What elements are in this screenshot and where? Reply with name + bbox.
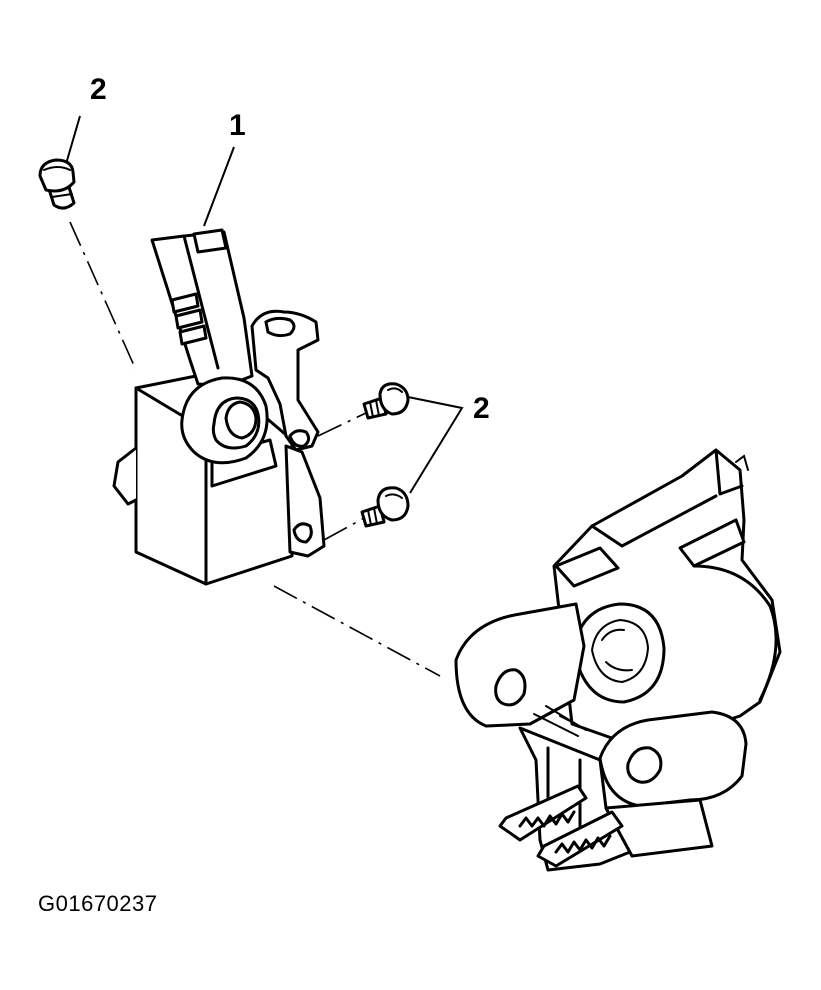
callout-1: 1 bbox=[229, 109, 246, 142]
leader-1 bbox=[203, 146, 235, 227]
sensor-assembly bbox=[112, 228, 326, 586]
alignment-line-lower-screw bbox=[323, 516, 367, 541]
screw-top-left bbox=[38, 158, 76, 210]
alignment-line-mount bbox=[273, 585, 441, 677]
alignment-lines bbox=[69, 221, 441, 677]
alignment-line-top-screw bbox=[69, 221, 137, 371]
leader-2-top bbox=[65, 115, 81, 165]
mounting-bracket bbox=[454, 448, 782, 872]
leader-2-right bbox=[407, 396, 464, 494]
alignment-line-upper-screw bbox=[317, 411, 369, 437]
figure-id: G01670237 bbox=[38, 891, 158, 916]
screw-lower bbox=[360, 486, 410, 528]
leader-lines bbox=[65, 115, 464, 494]
screw-upper bbox=[362, 382, 410, 420]
callout-2-right: 2 bbox=[473, 392, 490, 425]
callout-2-top: 2 bbox=[90, 73, 107, 106]
